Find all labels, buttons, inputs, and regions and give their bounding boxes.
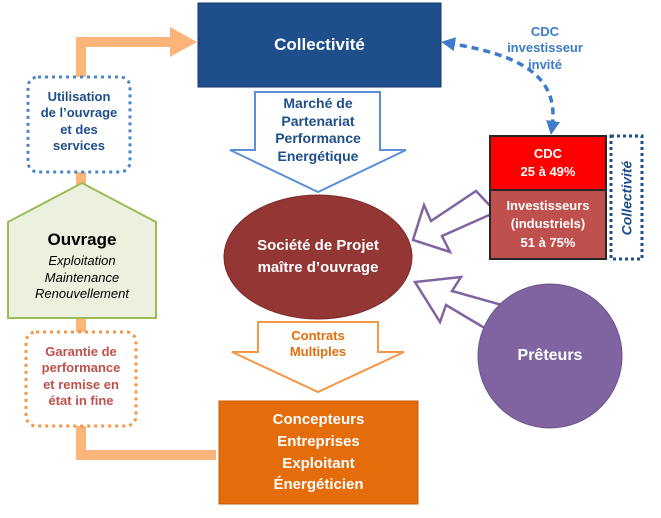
contrats-line1: Contrats	[291, 328, 345, 343]
cdc-invite-line2: investisseur	[507, 40, 583, 56]
utilisation-line3: et des	[60, 121, 98, 137]
ouvrage-line3: Renouvellement	[35, 285, 129, 301]
cdc-label: CDC 25 à 49%	[490, 136, 606, 190]
collectivite-title-wrap: Collectivité	[198, 3, 441, 87]
investisseurs-label: Investisseurs (industriels) 51 à 75%	[490, 190, 606, 259]
preteurs-circle	[477, 283, 623, 429]
preteurs-label: Prêteurs	[517, 347, 583, 364]
societe-line1: Société de Projet	[257, 237, 379, 255]
concepteurs-line3: Exploitant	[282, 454, 355, 472]
ouvrage-label: Ouvrage Exploitation Maintenance Renouve…	[8, 229, 156, 302]
collectivite-side-label-wrap: Collectivité	[611, 136, 642, 259]
cdc-line1: CDC	[533, 145, 563, 161]
collectivite-title: Collectivité	[274, 35, 365, 54]
garantie-line4: état in fine	[48, 392, 114, 408]
preteurs-label-wrap: Prêteurs	[478, 284, 622, 428]
concepteurs-box	[218, 400, 419, 505]
garantie-line3: et remise en	[43, 376, 119, 392]
cdc-invite-line3: invité	[528, 56, 562, 72]
garantie-line2: performance	[41, 360, 121, 376]
garantie-line1: Garantie de	[45, 344, 117, 359]
marche-line4: Energétique	[277, 147, 359, 164]
contrats-line2: Multiples	[289, 344, 347, 360]
investisseurs-line2: (industriels)	[510, 216, 586, 232]
concepteurs-line1: Concepteurs	[272, 411, 365, 428]
collectivite-box	[197, 2, 442, 88]
utilisation-box	[26, 75, 132, 174]
marche-arrow	[229, 91, 407, 194]
garantie-label: Garantie de performance et remise en éta…	[26, 344, 136, 409]
societe-line2: maître d’ouvrage	[257, 259, 379, 276]
dashed-arrow-cdc-collectivite	[441, 37, 560, 135]
ouvrage-title: Ouvrage	[47, 230, 117, 249]
concepteurs-label: Concepteurs Entreprises Exploitant Énerg…	[219, 401, 418, 504]
utilisation-line4: services	[52, 137, 106, 153]
cdc-line2: 25 à 49%	[520, 164, 576, 179]
investisseurs-line3: 51 à 75%	[520, 234, 576, 250]
concepteurs-line2: Entreprises	[277, 432, 360, 450]
societe-ellipse	[223, 194, 413, 320]
collectivite-side-label: Collectivité	[618, 160, 635, 235]
marche-line2: Partenariat	[281, 112, 355, 129]
cdc-invite-label: CDC investisseur invité	[500, 24, 590, 73]
utilisation-line1: Utilisation	[47, 89, 111, 104]
collectivite-side-box	[609, 134, 644, 261]
contrats-arrow	[231, 321, 405, 394]
ouvrage-line1: Exploitation	[48, 253, 116, 269]
marche-label: Marché de Partenariat Performance Energé…	[240, 95, 396, 165]
investisseurs-line1: Investisseurs	[506, 198, 590, 214]
contrats-label: Contrats Multiples	[262, 328, 374, 361]
ouvrage-shape	[7, 181, 157, 319]
investisseurs-arrow	[411, 189, 499, 255]
cdc-box	[489, 135, 607, 191]
utilisation-label: Utilisation de l’ouvrage et des services	[28, 89, 130, 154]
marche-line3: Performance	[275, 130, 361, 146]
investisseurs-box	[489, 189, 607, 260]
marche-line1: Marché de	[283, 95, 353, 111]
concepteurs-line4: Énergéticien	[273, 476, 364, 494]
cdc-invite-line1: CDC	[530, 24, 560, 39]
ouvrage-line2: Maintenance	[44, 269, 120, 285]
utilisation-line2: de l’ouvrage	[40, 105, 118, 121]
orange-arrow-head	[170, 27, 197, 57]
societe-label: Société de Projet maître d’ouvrage	[224, 195, 412, 319]
garantie-box	[24, 330, 138, 428]
preteurs-arrow	[412, 275, 504, 332]
